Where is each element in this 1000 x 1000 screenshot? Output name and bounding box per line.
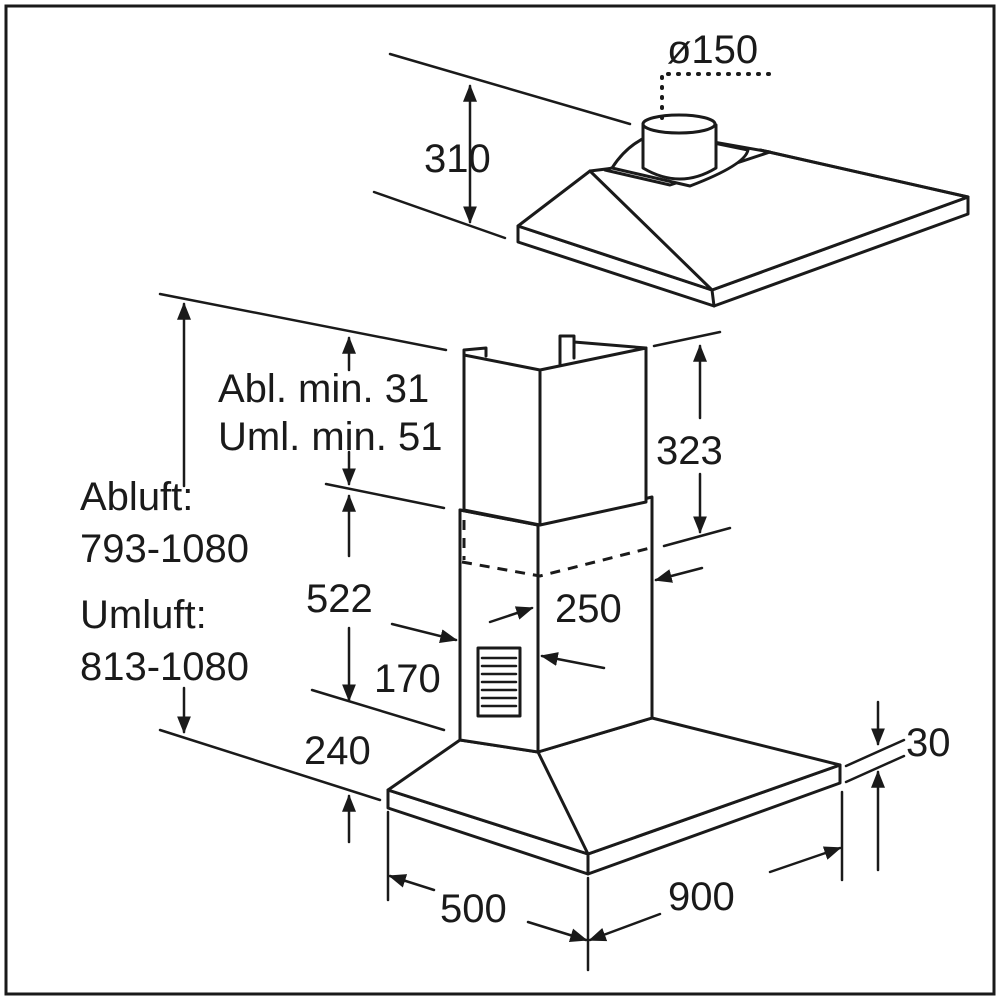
abluft-range-label: 793-1080	[80, 527, 249, 571]
umluft-range-label: 813-1080	[80, 645, 249, 689]
top-extension-lower	[372, 190, 507, 240]
diagram-frame	[4, 4, 996, 996]
overall-extension-lower	[158, 728, 382, 802]
edge-extension-bottom	[844, 754, 906, 784]
chimney-depth-arrow	[390, 622, 458, 643]
top-hood-drawing	[516, 113, 970, 308]
chimney-depth-arrow-inner	[488, 606, 534, 624]
lower-chimney-extension	[310, 688, 446, 732]
chimney-width-arrow-left	[540, 652, 606, 670]
depth-arrow-right	[526, 920, 588, 943]
lower-chimney-label: 522	[306, 577, 373, 621]
overall-extension-upper	[158, 292, 448, 352]
top-extension-upper	[388, 52, 632, 126]
chimney-hood-drawing	[386, 334, 842, 876]
abl-min-label: Abl. min. 31	[218, 367, 429, 411]
depth-label: 500	[440, 887, 507, 931]
depth-arrow-left	[388, 874, 436, 892]
width-label: 900	[668, 875, 735, 919]
upper-chimney-extension-bottom	[662, 526, 732, 548]
duct-diameter-leader	[660, 72, 780, 120]
uml-min-label: Uml. min. 51	[218, 415, 443, 459]
chimney-width-label: 250	[555, 587, 622, 631]
top-height-label: 310	[424, 137, 491, 181]
edge-extension-top	[844, 738, 906, 768]
umluft-title-label: Umluft:	[80, 593, 207, 637]
min-overlap-extension	[324, 482, 446, 510]
upper-chimney-label: 323	[656, 429, 723, 473]
upper-chimney-extension-top	[652, 330, 722, 348]
edge-thickness-label: 30	[906, 721, 951, 765]
chimney-width-arrow-right	[654, 566, 704, 583]
width-arrow-right	[768, 846, 842, 874]
canopy-height-label: 240	[304, 729, 371, 773]
chimney-depth-label: 170	[374, 657, 441, 701]
duct-diameter-label: ø150	[667, 28, 758, 72]
width-arrow-left	[588, 912, 662, 942]
abluft-title-label: Abluft:	[80, 475, 193, 519]
